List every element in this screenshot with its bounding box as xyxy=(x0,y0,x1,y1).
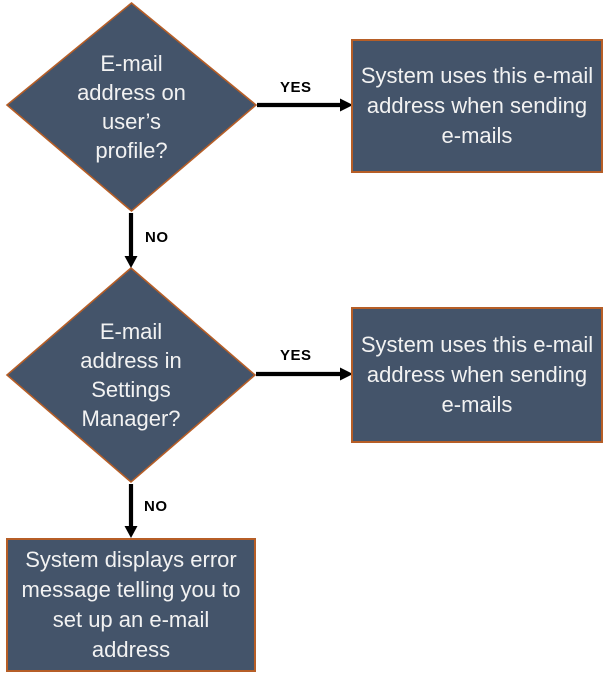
decision-diamond-profile xyxy=(5,1,258,213)
edge-label-profile-yes: YES xyxy=(280,79,312,96)
decision-diamond-settings xyxy=(5,266,257,484)
edge-label-settings-yes: YES xyxy=(280,347,312,364)
arrowhead-down-icon xyxy=(124,526,138,538)
edge-label-profile-no: NO xyxy=(145,229,169,246)
yes-arrow-profile xyxy=(257,98,353,112)
arrowhead-right-icon xyxy=(340,98,353,112)
edge-label-settings-no: NO xyxy=(144,498,168,515)
result-box-profile: System uses this e-mail address when sen… xyxy=(351,39,603,173)
error-message-box: System displays error message telling yo… xyxy=(6,538,256,672)
no-arrow-profile xyxy=(124,213,138,268)
arrowhead-right-icon xyxy=(340,367,353,381)
result-box-settings: System uses this e-mail address when sen… xyxy=(351,307,603,443)
arrowhead-down-icon xyxy=(124,256,138,268)
yes-arrow-settings xyxy=(256,367,353,381)
no-arrow-settings xyxy=(124,484,138,538)
